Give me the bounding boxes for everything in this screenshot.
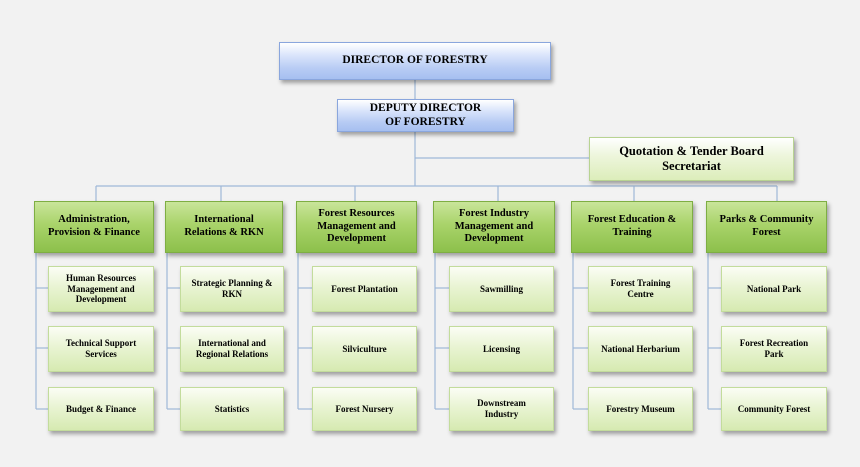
sub-unit-label-line: Forest Nursery xyxy=(335,403,394,414)
deputy-label-line1: DEPUTY DIRECTOR xyxy=(369,101,482,114)
sub-unit-label-line: Strategic Planning & xyxy=(191,278,273,289)
sub-unit[interactable]: Strategic Planning & RKN xyxy=(180,266,284,312)
sub-unit[interactable]: Technical Support Services xyxy=(48,326,154,372)
division-label-line: International xyxy=(194,214,254,226)
sub-unit-label-line: Silviculture xyxy=(342,343,387,354)
sub-unit[interactable]: Licensing xyxy=(449,326,554,372)
division-head[interactable]: Forest Industry Management and Developme… xyxy=(433,201,555,253)
division-head[interactable]: Forest Resources Management and Developm… xyxy=(296,201,417,253)
sub-unit-label-line: Downstream xyxy=(477,398,526,409)
sub-unit-label-line: Statistics xyxy=(214,403,250,414)
sub-unit-label-line: RKN xyxy=(222,289,242,299)
deputy-director-box[interactable]: DEPUTY DIRECTOR OF FORESTRY xyxy=(337,99,514,132)
division-label-line: Training xyxy=(612,227,652,238)
director-label: DIRECTOR OF FORESTRY xyxy=(342,54,488,67)
sub-unit-label-line: Centre xyxy=(627,289,654,299)
sub-unit-label-line: Development xyxy=(75,294,127,305)
sub-unit-label-line: Regional Relations xyxy=(195,349,269,359)
sub-unit[interactable]: Forest Plantation xyxy=(312,266,417,312)
sub-unit-label-line: Forest Plantation xyxy=(331,283,398,294)
sub-unit[interactable]: Human Resources Management and Developme… xyxy=(48,266,154,312)
division-label-line: Forest Resources xyxy=(318,208,395,220)
sub-unit-label-line: Management and xyxy=(67,283,135,294)
division-label-line: Relations & RKN xyxy=(184,227,264,238)
sub-unit[interactable]: Statistics xyxy=(180,387,284,431)
sub-unit-label-line: Industry xyxy=(484,409,519,419)
sub-unit-label-line: National Herbarium xyxy=(601,343,680,354)
division-label-line: Provision & Finance xyxy=(48,227,140,238)
sub-unit[interactable]: Community Forest xyxy=(721,387,827,431)
sub-unit[interactable]: National Park xyxy=(721,266,827,312)
quotation-label-line1: Quotation & Tender Board xyxy=(619,144,764,158)
division-head[interactable]: Parks & Community Forest xyxy=(706,201,827,253)
division-label-line: Management and xyxy=(454,220,534,232)
sub-unit-label-line: Forest Recreation xyxy=(739,338,809,349)
division-label-line: Development xyxy=(464,233,524,245)
sub-unit[interactable]: Forest Recreation Park xyxy=(721,326,827,372)
quotation-tender-box[interactable]: Quotation & Tender Board Secretariat xyxy=(589,137,794,181)
sub-unit[interactable]: Downstream Industry xyxy=(449,387,554,431)
division-head[interactable]: International Relations & RKN xyxy=(165,201,283,253)
division-label-line: Development xyxy=(327,233,386,245)
sub-unit-label-line: Licensing xyxy=(482,343,520,354)
sub-unit[interactable]: National Herbarium xyxy=(588,326,693,372)
sub-unit-label-line: Community Forest xyxy=(737,403,811,414)
sub-unit[interactable]: Silviculture xyxy=(312,326,417,372)
sub-unit[interactable]: Budget & Finance xyxy=(48,387,154,431)
division-head[interactable]: Forest Education & Training xyxy=(571,201,693,253)
division-label-line: Management and xyxy=(317,220,396,232)
quotation-label-line2: Secretariat xyxy=(662,159,721,173)
division-label-line: Administration, xyxy=(58,214,130,226)
sub-unit-label-line: Forest Training xyxy=(610,278,671,289)
sub-unit-label-line: National Park xyxy=(746,283,802,294)
sub-unit-label-line: International and xyxy=(198,338,266,349)
sub-unit[interactable]: Forest Training Centre xyxy=(588,266,693,312)
sub-unit-label-line: Forestry Museum xyxy=(606,403,675,414)
sub-unit-label-line: Technical Support xyxy=(65,338,137,349)
sub-unit-label-line: Human Resources xyxy=(65,272,137,283)
sub-unit[interactable]: Forestry Museum xyxy=(588,387,693,431)
division-label-line: Forest xyxy=(752,227,781,238)
division-label-line: Parks & Community xyxy=(719,214,814,226)
sub-unit-label-line: Sawmilling xyxy=(479,283,523,294)
director-box[interactable]: DIRECTOR OF FORESTRY xyxy=(279,42,551,80)
deputy-label-line2: OF FORESTRY xyxy=(385,115,466,128)
sub-unit[interactable]: International and Regional Relations xyxy=(180,326,284,372)
division-label-line: Forest Education & xyxy=(587,214,677,226)
sub-unit-label-line: Services xyxy=(85,349,117,359)
division-head[interactable]: Administration, Provision & Finance xyxy=(34,201,154,253)
sub-unit[interactable]: Sawmilling xyxy=(449,266,554,312)
sub-unit-label-line: Budget & Finance xyxy=(65,403,136,414)
sub-unit-label-line: Park xyxy=(764,349,784,359)
division-label-line: Forest Industry xyxy=(458,208,530,220)
sub-unit[interactable]: Forest Nursery xyxy=(312,387,417,431)
